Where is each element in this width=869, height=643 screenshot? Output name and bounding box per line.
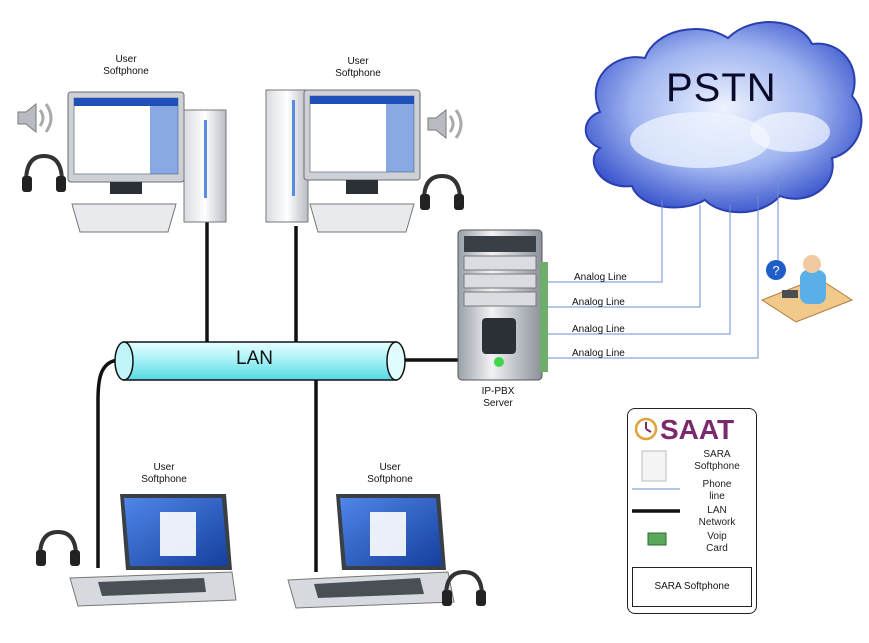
workstation-label-3: User Softphone xyxy=(141,462,187,485)
laptop-workstation-1 xyxy=(36,494,237,607)
analog-line-label-3: Analog Line xyxy=(572,324,625,335)
desktop-workstation-2 xyxy=(265,89,464,233)
saat-logo: SAAT xyxy=(632,411,750,445)
headset-icon xyxy=(36,529,80,566)
legend-item-voip-card: Voip Card xyxy=(706,531,728,554)
phone-line-3 xyxy=(548,205,731,335)
phone-user-icon: ? xyxy=(760,255,854,323)
phone-lines xyxy=(548,175,779,359)
voip-card-icon xyxy=(647,532,667,546)
laptop-workstation-2 xyxy=(287,494,486,609)
lan-tube xyxy=(114,341,406,381)
analog-line-label-4: Analog Line xyxy=(572,348,625,359)
softphone-thumbnail-icon xyxy=(641,450,667,482)
workstation-label-1: User Softphone xyxy=(103,54,149,77)
legend-item-lan: LAN Network xyxy=(698,505,736,528)
speaker-icon xyxy=(17,102,53,134)
workstation-label-4: User Softphone xyxy=(367,462,413,485)
headset-icon xyxy=(420,173,464,210)
phone-line-1 xyxy=(548,200,663,283)
headset-icon xyxy=(442,569,486,606)
phone-line-2 xyxy=(548,205,701,308)
phone-line-4 xyxy=(548,195,759,359)
analog-line-label-1: Analog Line xyxy=(574,272,627,283)
speaker-icon xyxy=(427,108,463,140)
lan-label: LAN xyxy=(236,348,273,369)
server-label: IP-PBX Server xyxy=(481,386,515,409)
legend-item-phone-line: Phone line xyxy=(702,479,732,502)
workstation-label-2: User Softphone xyxy=(335,56,381,79)
pstn-cloud xyxy=(584,21,863,214)
analog-line-label-2: Analog Line xyxy=(572,297,625,308)
legend-symbols xyxy=(632,450,680,546)
desktop-workstation-1 xyxy=(17,91,227,233)
legend: SAAT SARA Softphone Phone line LAN Netwo… xyxy=(627,408,757,614)
headset-icon xyxy=(22,153,66,192)
svg-text:?: ? xyxy=(772,263,779,278)
ip-pbx-server xyxy=(457,229,548,381)
pstn-label: PSTN xyxy=(666,66,777,110)
legend-footer: SARA Softphone xyxy=(632,567,752,607)
legend-item-softphone: SARA Softphone xyxy=(694,449,740,472)
logo-text: SAAT xyxy=(660,414,734,445)
